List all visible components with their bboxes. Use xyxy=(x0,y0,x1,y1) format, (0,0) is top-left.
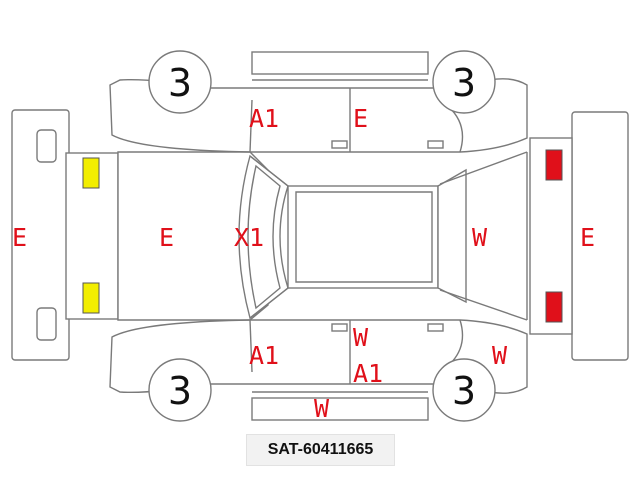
rear-glass-outline xyxy=(437,168,467,304)
roof-outline xyxy=(287,185,439,289)
mark-windshield: X1 xyxy=(234,223,264,252)
mark-rocker-panel: W xyxy=(314,394,330,423)
front-bumper-left-slot xyxy=(36,129,57,163)
mark-hood: E xyxy=(159,223,174,252)
lower-door-line xyxy=(249,319,253,373)
lower-rocker-rail xyxy=(251,397,429,421)
mark-rear-glass: W xyxy=(472,223,488,252)
rear-deck-upper xyxy=(439,151,528,185)
upper-door-handle-rear xyxy=(427,140,444,149)
mark-rear-door-lower-w: W xyxy=(353,323,369,352)
wheel-number: 3 xyxy=(452,61,476,105)
rear-quarter-lower-pillar xyxy=(249,287,289,319)
front-bumper-right-slot xyxy=(36,307,57,341)
lower-door-handle-front xyxy=(331,323,348,332)
windshield-inner xyxy=(247,164,281,310)
left-headlight-indicator xyxy=(82,157,100,189)
rear-deck-lower xyxy=(439,289,528,321)
mark-rear-bumper: E xyxy=(580,223,595,252)
mark-front-bumper: E xyxy=(12,223,27,252)
right-headlight-indicator xyxy=(82,282,100,314)
rear-right-wheel: 3 xyxy=(432,358,496,422)
lower-door-handle-rear xyxy=(427,323,444,332)
mark-roof-side-lower-front: A1 xyxy=(249,341,279,370)
rear-left-wheel: 3 xyxy=(148,358,212,422)
left-taillight-indicator xyxy=(545,149,563,181)
wheel-number: 3 xyxy=(168,369,192,413)
upper-roof-rail xyxy=(251,51,429,75)
wheel-number: 3 xyxy=(168,61,192,105)
roof-inner xyxy=(295,191,433,283)
upper-door-handle-front xyxy=(331,140,348,149)
upper-door-line xyxy=(249,99,253,153)
mark-roof-side-upper-front: A1 xyxy=(249,104,279,133)
front-left-wheel: 3 xyxy=(148,50,212,114)
front-right-wheel: 3 xyxy=(432,50,496,114)
mark-rear-door-upper: E xyxy=(353,104,368,133)
mark-rear-door-lower-a1: A1 xyxy=(353,359,383,388)
right-taillight-indicator xyxy=(545,291,563,323)
stock-code-label: SAT-60411665 xyxy=(246,434,395,466)
wheel-number: 3 xyxy=(452,369,476,413)
mark-rear-quarter-lower: W xyxy=(492,341,508,370)
rear-quarter-upper-pillar xyxy=(249,155,289,187)
